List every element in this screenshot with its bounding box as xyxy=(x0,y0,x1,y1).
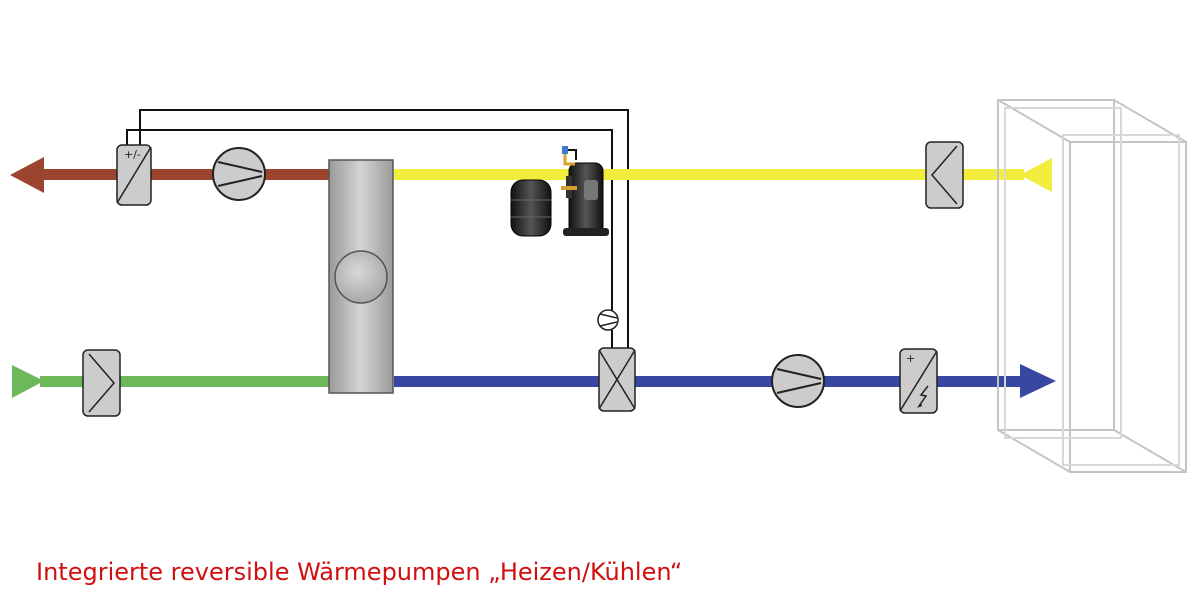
lightning-icon xyxy=(918,385,929,407)
diagram-caption: Integrierte reversible Wärmepumpen „Heiz… xyxy=(36,558,683,586)
heat-wheel-icon xyxy=(334,250,388,304)
outdoor-filter-icon xyxy=(82,349,121,417)
extract-air-duct xyxy=(394,169,1024,180)
supply-heat-pump-coil xyxy=(598,347,636,412)
supply-fan-icon xyxy=(771,354,825,408)
outdoor-air-arrow xyxy=(12,365,44,398)
plus-symbol: + xyxy=(906,352,915,365)
receiver-tank-icon xyxy=(510,179,552,237)
electric-heater: + xyxy=(899,348,938,414)
supply-air-duct xyxy=(394,376,1024,387)
refrigerant-pump-icon xyxy=(597,309,619,331)
extract-air-arrow xyxy=(1020,158,1052,192)
exhaust-heat-pump-coil: +/- xyxy=(116,144,152,206)
extract-filter-icon xyxy=(925,141,964,209)
rotary-heat-exchanger xyxy=(328,159,394,394)
building-outline xyxy=(997,99,1187,473)
air-ducts xyxy=(10,157,1056,398)
exhaust-fan-icon xyxy=(212,147,266,201)
compressor-icon xyxy=(561,146,609,236)
supply-air-arrow xyxy=(1020,364,1056,398)
exhaust-air-arrow xyxy=(10,157,44,193)
outdoor-air-duct xyxy=(40,376,330,387)
plus-minus-symbol: +/- xyxy=(124,148,141,161)
exhaust-air-duct xyxy=(40,169,330,180)
